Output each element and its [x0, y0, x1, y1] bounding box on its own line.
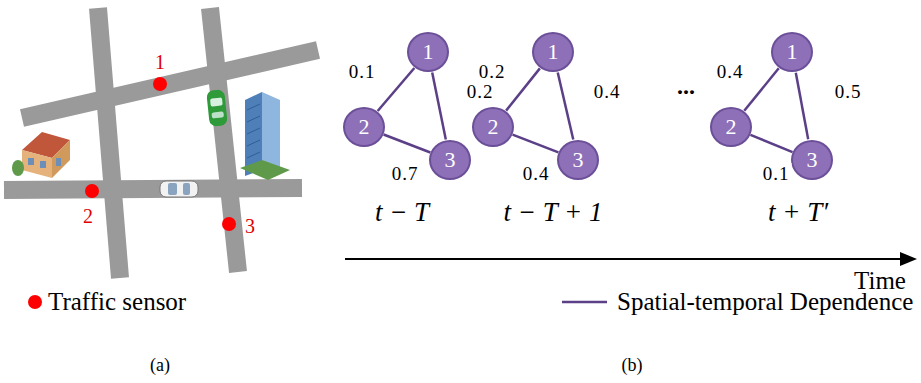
dependence-edge [558, 72, 574, 139]
edge-line [750, 135, 792, 152]
time-step: t − T + 1 [504, 198, 603, 228]
time-step: t − T [375, 198, 429, 228]
edge-line [513, 135, 559, 153]
ellipsis: ... [677, 73, 695, 99]
graph-node: 1 [771, 32, 813, 72]
node-number: 1 [787, 41, 798, 63]
graph-node: 2 [343, 107, 385, 147]
graph-node: 3 [557, 140, 599, 180]
graph-node: 2 [710, 107, 752, 147]
edge-weight: 0.2 [477, 61, 508, 83]
edge-weight: 0.5 [833, 81, 864, 103]
dependence-edge [750, 135, 792, 152]
graph-node: 1 [532, 32, 574, 72]
edge-line [506, 68, 540, 110]
dependence-edge [384, 135, 431, 153]
sensor-number: 3 [245, 215, 255, 237]
node-number: 2 [726, 116, 737, 138]
node-number: 3 [445, 149, 456, 171]
node-number: 2 [359, 116, 370, 138]
edge-weight: 0.4 [521, 163, 552, 185]
edge-weight: 0.2 [465, 81, 496, 103]
graph-node: 3 [429, 140, 471, 180]
subfigure-caption: (a) [150, 356, 170, 376]
node-number: 2 [488, 116, 499, 138]
sensor-number: 1 [155, 51, 165, 73]
edge-line [796, 73, 808, 140]
graph-node: 3 [791, 140, 833, 180]
dependence-edge [378, 68, 415, 111]
subfigure-caption: (b) [622, 356, 643, 376]
legend-text: Spatial-temporal Dependence [617, 288, 913, 316]
legend-line-sample [562, 301, 607, 304]
node-number: 3 [573, 149, 584, 171]
dependence-edge [506, 68, 540, 110]
dependence-edge [744, 68, 778, 110]
node-number: 1 [423, 41, 434, 63]
edge-weight: 0.4 [715, 61, 746, 83]
edge-weight: 0.4 [592, 81, 623, 103]
edge-line [384, 135, 431, 153]
dependence-edge [513, 135, 559, 153]
edge-line [744, 68, 778, 110]
legend-swatch [28, 295, 42, 309]
dependence-edge [796, 73, 808, 140]
graph-node: 2 [472, 107, 514, 147]
edge-line [432, 73, 446, 140]
node-number: 3 [807, 149, 818, 171]
graph-node: 1 [407, 32, 449, 72]
time-step: t + T′ [768, 198, 828, 228]
edge-weight: 0.7 [390, 163, 421, 185]
edge-weight: 0.1 [347, 61, 378, 83]
edge-line [378, 68, 415, 111]
edge-weight: 0.1 [761, 163, 792, 185]
edge-line [558, 72, 574, 139]
node-number: 1 [548, 41, 559, 63]
sensor-number: 2 [83, 205, 93, 227]
legend-text: Traffic sensor [48, 288, 186, 316]
dependence-edge [432, 73, 446, 140]
